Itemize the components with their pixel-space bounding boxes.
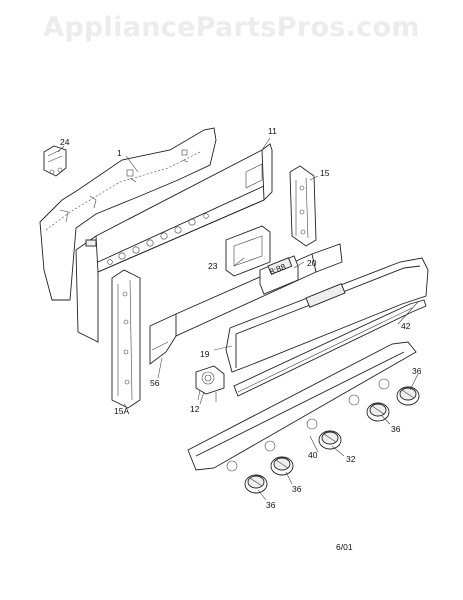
part-15-right-bracket xyxy=(289,165,317,247)
callout-36-c: 36 xyxy=(391,424,401,434)
callout-12: 12 xyxy=(190,404,200,414)
callout-23: 23 xyxy=(208,261,218,271)
callout-42: 42 xyxy=(401,321,411,331)
callout-32: 32 xyxy=(346,454,356,464)
part-15A-left-bracket xyxy=(111,269,141,409)
part-20-display-board: 8:88 xyxy=(259,255,299,295)
date-code: 6/01 xyxy=(336,542,353,552)
part-12-switch-assembly xyxy=(195,365,225,402)
callout-19: 19 xyxy=(200,349,210,359)
callout-15A: 15A xyxy=(114,406,129,416)
part-19-control-panel xyxy=(225,257,429,373)
callout-36-a: 36 xyxy=(266,500,276,510)
callout-11: 11 xyxy=(268,126,277,136)
callout-20: 20 xyxy=(307,258,317,268)
callout-24: 24 xyxy=(60,137,70,147)
part-1-rear-panel xyxy=(39,127,217,301)
callout-36-d: 36 xyxy=(412,366,422,376)
leader-lines xyxy=(57,137,419,501)
knob-36-b xyxy=(270,456,294,476)
knob-32 xyxy=(318,430,342,450)
part-24-switch xyxy=(43,145,67,177)
callout-1: 1 xyxy=(117,148,122,158)
knob-36-d xyxy=(396,386,420,406)
callout-40: 40 xyxy=(308,450,318,460)
callout-15: 15 xyxy=(320,168,330,178)
callout-labels: 1 11 24 15 23 20 42 19 56 12 15A 40 32 3… xyxy=(60,126,422,552)
callout-36-b: 36 xyxy=(292,484,302,494)
watermark: AppliancePartsPros.com xyxy=(43,12,420,43)
knob-36-c xyxy=(366,402,390,422)
part-11-main-frame xyxy=(75,143,273,343)
part-40-lower-panel xyxy=(187,341,417,472)
callout-56: 56 xyxy=(150,378,160,388)
part-42-trim-strip xyxy=(233,299,427,397)
knob-36-a xyxy=(244,474,268,494)
